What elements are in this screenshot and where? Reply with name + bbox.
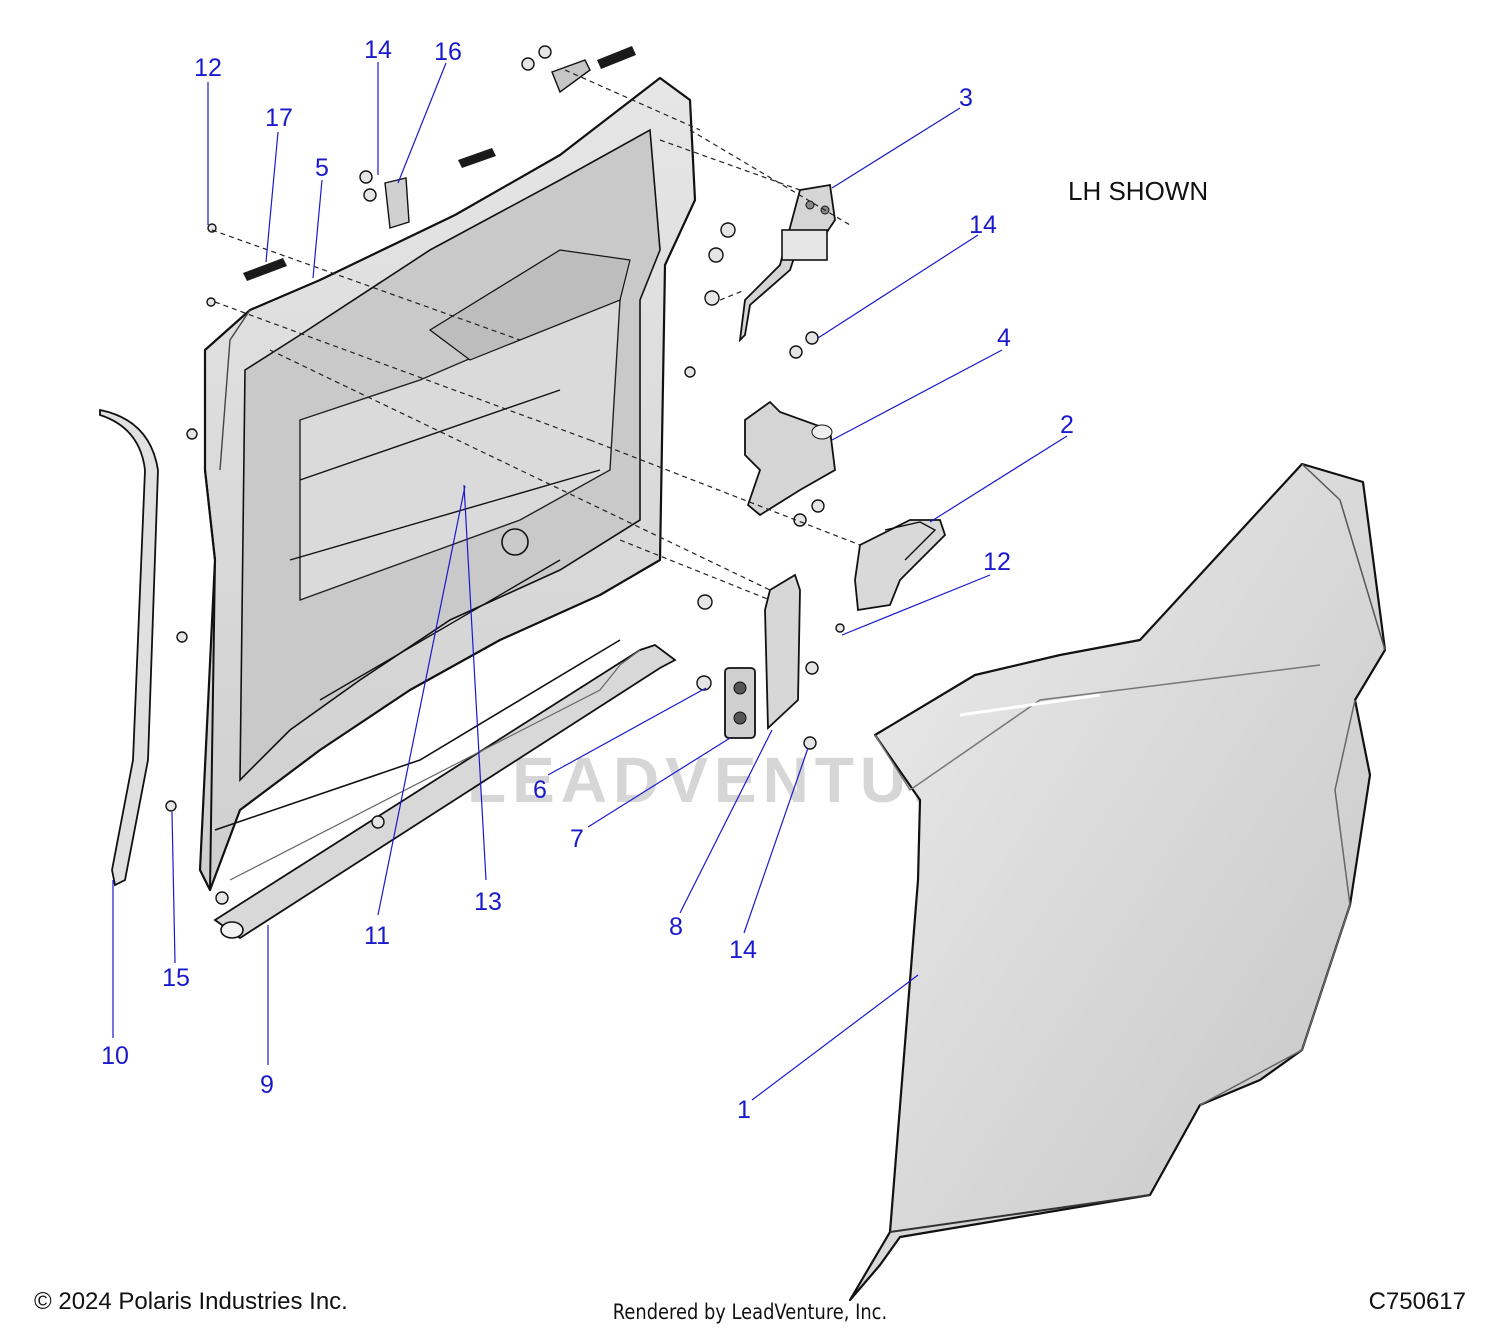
callout-4: 4: [997, 324, 1011, 352]
seal-strip: [99, 408, 159, 887]
callout-15: 15: [162, 964, 190, 992]
lower-hinge: [744, 400, 836, 517]
latch: [854, 519, 947, 612]
callout-16: 16: [434, 38, 462, 66]
rendered-by: Rendered by LeadVenture, Inc.: [612, 1300, 888, 1324]
pads: [243, 46, 636, 281]
callout-12-latch: 12: [983, 548, 1011, 576]
assembly-lines: [211, 69, 861, 601]
callout-8: 8: [669, 913, 683, 941]
callout-5: 5: [315, 154, 329, 182]
callout-1: 1: [737, 1096, 751, 1124]
callout-9: 9: [260, 1071, 274, 1099]
door-outer-panel: [848, 462, 1387, 1302]
view-note: LH SHOWN: [1068, 176, 1209, 206]
callout-6: 6: [533, 776, 547, 804]
callout-17: 17: [265, 104, 293, 132]
fasteners: [165, 45, 845, 905]
callout-11: 11: [364, 922, 390, 950]
lower-seal: [213, 643, 677, 940]
callout-12-top: 12: [194, 54, 222, 82]
upper-hinge: [738, 183, 836, 343]
door-frame: [198, 76, 697, 892]
callout-labels: 12 17 14 16 5 3 14 4 2 12 6 7 8 14 13 11…: [101, 36, 1074, 1124]
callout-13: 13: [474, 888, 502, 916]
callout-10: 10: [101, 1042, 129, 1070]
striker-bracket: [764, 573, 801, 731]
callout-2: 2: [1060, 411, 1074, 439]
latch-plate: [724, 667, 756, 739]
callout-3: 3: [959, 84, 973, 112]
callout-14-bottom: 14: [729, 936, 757, 964]
callout-14-top: 14: [364, 36, 392, 64]
copyright: © 2024 Polaris Industries Inc.: [34, 1288, 348, 1315]
callout-14-hinge: 14: [969, 211, 997, 239]
callout-7: 7: [570, 825, 584, 853]
drawing-id: C750617: [1368, 1288, 1466, 1315]
leader-lines: [112, 62, 1068, 1101]
